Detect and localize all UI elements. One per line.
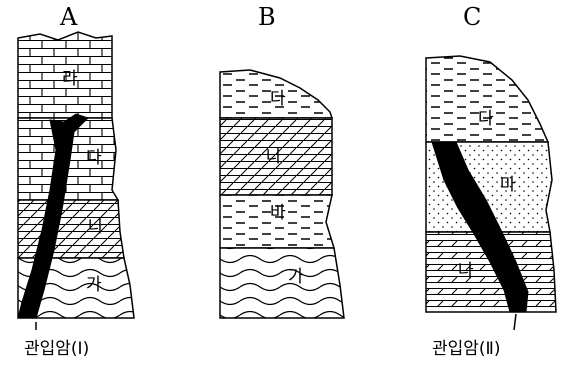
column-a-label-ga: 가 <box>86 275 102 295</box>
column-c-title: C <box>463 3 481 31</box>
intrusion-1-caption: 관입암(Ⅰ) <box>24 339 89 359</box>
column-a: A 라 다 나 가 관입암(Ⅰ) <box>18 3 134 359</box>
column-a-label-ra: 라 <box>62 69 78 89</box>
intrusion-2-pointer <box>514 314 516 330</box>
column-a-label-na: 나 <box>88 217 104 237</box>
column-c-label-ma: 마 <box>500 175 516 195</box>
column-b-layer-ga <box>220 248 344 318</box>
intrusion-2-caption: 관입암(Ⅱ) <box>432 339 501 359</box>
column-c-layer-da <box>426 56 548 142</box>
column-b-label-ba: 바 <box>270 203 286 223</box>
column-b-title: B <box>258 3 276 31</box>
column-c-label-da: 다 <box>478 109 494 129</box>
column-b-label-na: 나 <box>266 147 282 167</box>
column-a-label-da: 다 <box>86 148 102 168</box>
column-b-label-da: 다 <box>270 89 286 109</box>
column-c: C 다 마 나 관입암(Ⅱ) <box>426 3 556 359</box>
column-a-title: A <box>59 3 78 31</box>
column-c-label-na: 나 <box>458 261 474 281</box>
column-a-layer-na <box>18 200 124 258</box>
column-b-label-ga: 가 <box>288 267 304 287</box>
column-b: B 다 나 바 가 <box>220 3 344 318</box>
